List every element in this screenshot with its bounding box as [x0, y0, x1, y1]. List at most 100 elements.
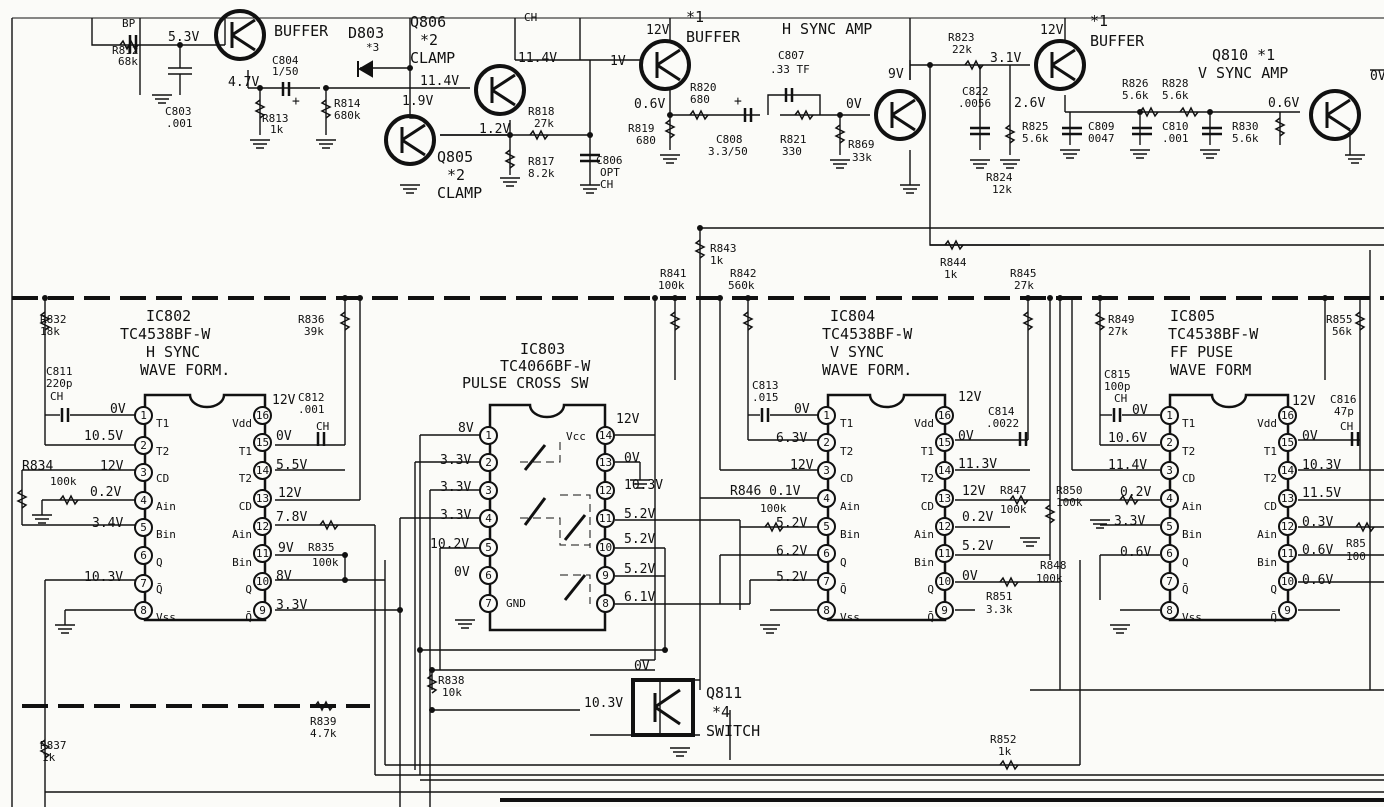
- label-7: C804: [272, 54, 299, 67]
- ic805-pin-6: 6: [1160, 544, 1179, 563]
- ic805-pin-4: 4: [1160, 489, 1179, 508]
- ic805-pin-10: 10: [1278, 572, 1297, 591]
- label-125: R846 0.1V: [730, 484, 801, 499]
- label-166: 11.5V: [1302, 486, 1342, 501]
- label-24: CH: [600, 178, 614, 191]
- label-124: 12V: [790, 458, 814, 473]
- ic803-pin-4: 4: [479, 509, 498, 528]
- transistor-q805: [384, 114, 436, 166]
- ic805-part: TC4538BF-W: [1168, 325, 1259, 343]
- q811-note: *4: [712, 703, 731, 721]
- q806-func: CLAMP: [410, 49, 456, 67]
- label-17: 1.2V: [479, 122, 511, 137]
- ic802-pin-16: 16: [253, 406, 272, 425]
- ic802-part: TC4538BF-W: [120, 325, 211, 343]
- ic802-pin-12: 12: [253, 517, 272, 536]
- ic804-pin-3: 3: [817, 461, 836, 480]
- label-154: 0V: [1132, 403, 1148, 418]
- ic803-pin-2: 2: [479, 453, 498, 472]
- label-107: 3.3V: [440, 480, 472, 495]
- label-28: 0.6V: [634, 97, 666, 112]
- d803-note: *3: [366, 41, 380, 54]
- ic802-pin-11: 11: [253, 544, 272, 563]
- label-123: 6.3V: [776, 431, 808, 446]
- label-0: BP: [122, 17, 136, 30]
- label-111: 12V: [616, 412, 640, 427]
- label-91: 10.3V: [84, 570, 124, 585]
- ic802-pin-10: 10: [253, 572, 272, 591]
- label-101: R835: [308, 541, 335, 554]
- buffer-3-label: BUFFER: [1090, 32, 1145, 50]
- label-122: 0V: [794, 402, 810, 417]
- label-30: 680: [690, 93, 710, 106]
- label-89: 0.2V: [90, 485, 122, 500]
- ic803-pin-12: 12: [596, 481, 615, 500]
- label-149: R855: [1326, 313, 1353, 326]
- label-98: 12V: [278, 486, 302, 501]
- label-87: 12V: [100, 459, 124, 474]
- label-144: 100k: [1036, 572, 1063, 585]
- label-15: 1.9V: [402, 94, 434, 109]
- ic803-pin-3: 3: [479, 481, 498, 500]
- label-153: CH: [1114, 392, 1128, 405]
- label-176: R839: [310, 715, 337, 728]
- label-84: 0V: [110, 402, 126, 417]
- label-121: .015: [752, 391, 779, 404]
- label-118: Vcc: [566, 430, 586, 443]
- ic805-pin-11: 11: [1278, 544, 1297, 563]
- label-157: 0.2V: [1120, 485, 1152, 500]
- label-37: 3.3/50: [708, 145, 748, 158]
- ic804-pin-6: 6: [817, 544, 836, 563]
- transistor-q811: [631, 678, 695, 737]
- label-75: R845: [1010, 267, 1037, 280]
- ic802-pin-13: 13: [253, 489, 272, 508]
- label-129: 5.2V: [776, 570, 808, 585]
- ic805-pin-16: 16: [1278, 406, 1297, 425]
- label-57: 5.6k: [1022, 132, 1049, 145]
- label-42: R869: [848, 138, 875, 151]
- label-161: C816: [1330, 393, 1357, 406]
- label-148: 27k: [1108, 325, 1128, 338]
- label-170: 100: [1346, 550, 1366, 563]
- ic802-pin-14: 14: [253, 461, 272, 480]
- label-114: 5.2V: [624, 507, 656, 522]
- ic805-pin-names-right: Vdd T1 T2 CD Ain Bin Q Q̄: [1257, 417, 1277, 624]
- label-58: C809: [1088, 120, 1115, 133]
- ic805-pin-8: 8: [1160, 601, 1179, 620]
- label-47: 12V: [1040, 23, 1064, 38]
- ic804-ref: IC804: [830, 307, 876, 325]
- ic804-pin-8: 8: [817, 601, 836, 620]
- label-163: 0V: [1302, 429, 1318, 444]
- label-134: 11.3V: [958, 457, 998, 472]
- label-85: 10.5V: [84, 429, 124, 444]
- q805-note: *2: [447, 166, 466, 184]
- ic803-ref: IC803: [520, 340, 566, 358]
- label-160: 12V: [1292, 394, 1316, 409]
- label-55: 0.6V: [1268, 96, 1300, 111]
- label-109: 10.2V: [430, 537, 470, 552]
- label-103: 8V: [276, 569, 292, 584]
- label-61: .001: [1162, 132, 1189, 145]
- label-53: R828: [1162, 77, 1189, 90]
- label-139: 5.2V: [962, 539, 994, 554]
- label-2: R812: [112, 44, 139, 57]
- q805-func: CLAMP: [437, 184, 483, 202]
- label-80: 39k: [304, 325, 324, 338]
- label-96: CH: [316, 420, 330, 433]
- label-142: 100k: [1056, 496, 1083, 509]
- q805-ref: Q805: [437, 148, 474, 166]
- label-52: 5.6k: [1122, 89, 1149, 102]
- label-158: 3.3V: [1114, 514, 1146, 529]
- label-133: 0V: [958, 429, 974, 444]
- label-131: C814: [988, 405, 1015, 418]
- label-38: R821: [780, 133, 807, 146]
- label-83: CH: [50, 390, 64, 403]
- ic805-pin-12: 12: [1278, 517, 1297, 536]
- ic804-pin-names-left: T1 T2 CD Ain Bin Q Q̄ Vss: [840, 417, 860, 624]
- label-9: +: [292, 94, 300, 109]
- ic805-ref: IC805: [1170, 307, 1216, 325]
- ic804-pin-names-right: Vdd T1 T2 CD Ain Bin Q Q̄: [914, 417, 934, 624]
- ic802-pin-3: 3: [134, 463, 153, 482]
- label-94: .001: [298, 403, 325, 416]
- label-92: 12V: [272, 393, 296, 408]
